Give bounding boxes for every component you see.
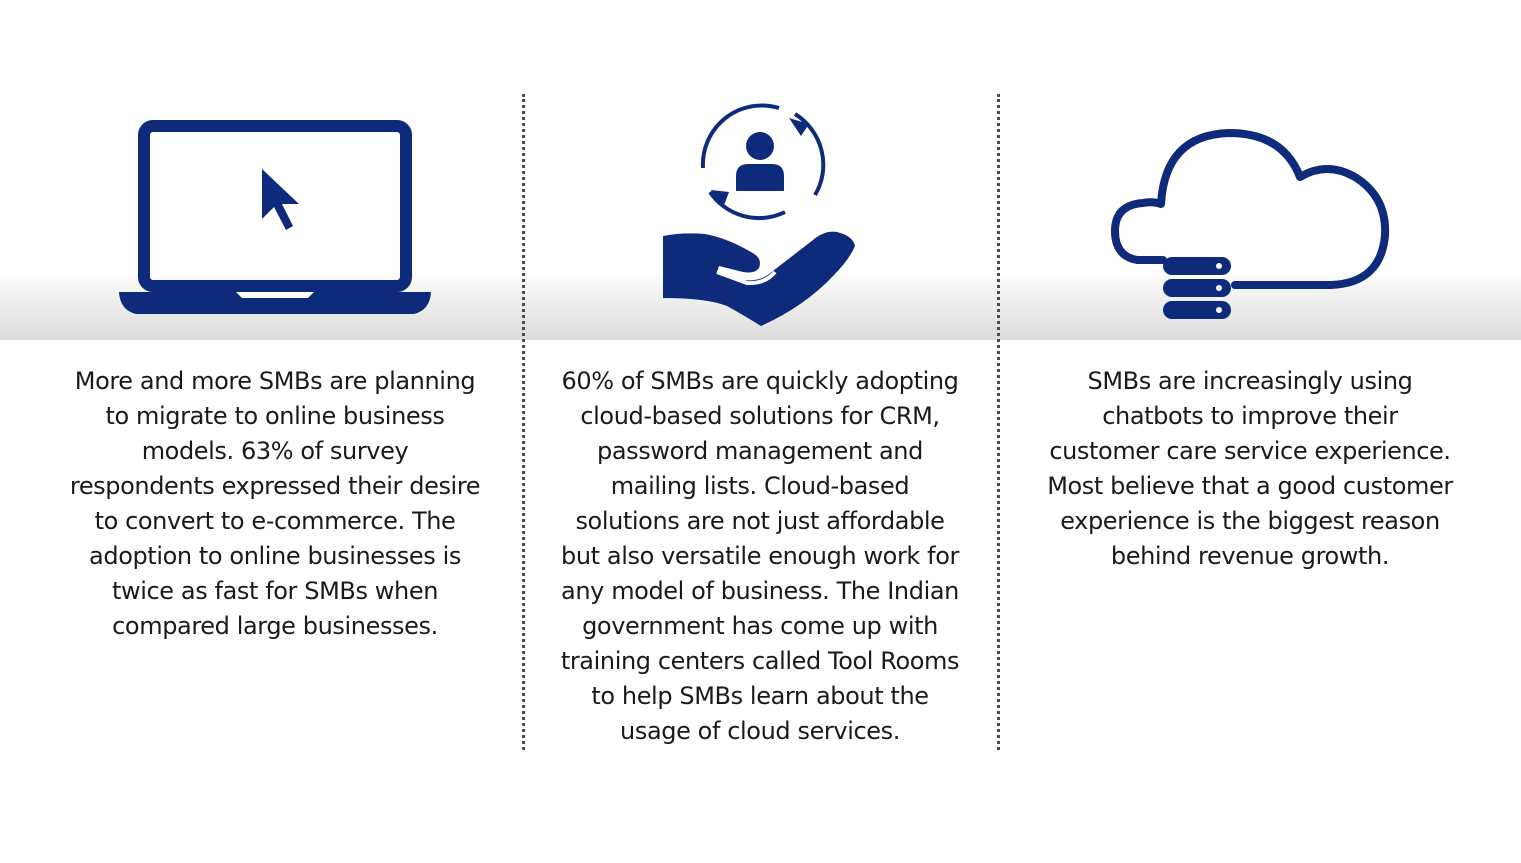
dotted-divider [997, 94, 1000, 750]
column-3-text: SMBs are increasingly using chatbots to … [1047, 367, 1453, 570]
column-2-text: 60% of SMBs are quickly adopting cloud-b… [560, 367, 960, 745]
dotted-divider [522, 94, 525, 750]
column-1-text: More and more SMBs are planning to migra… [69, 367, 481, 640]
hand-user-cycle-icon [663, 103, 855, 326]
cloud-server-icon [1111, 129, 1390, 319]
laptop-cursor-icon [119, 120, 431, 314]
